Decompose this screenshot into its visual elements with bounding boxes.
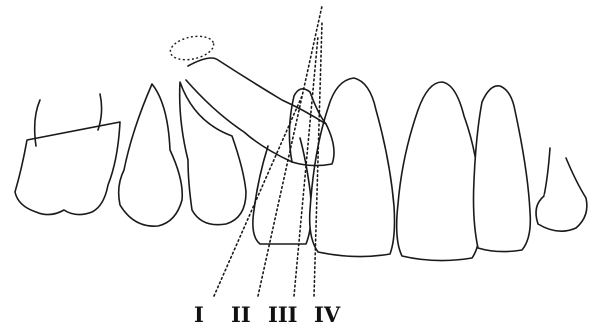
sector-label-iv: IV [314,302,341,327]
sector-label-i: I [194,302,204,327]
sector-label-iii: III [268,302,297,327]
sector-label-ii: II [231,302,251,327]
